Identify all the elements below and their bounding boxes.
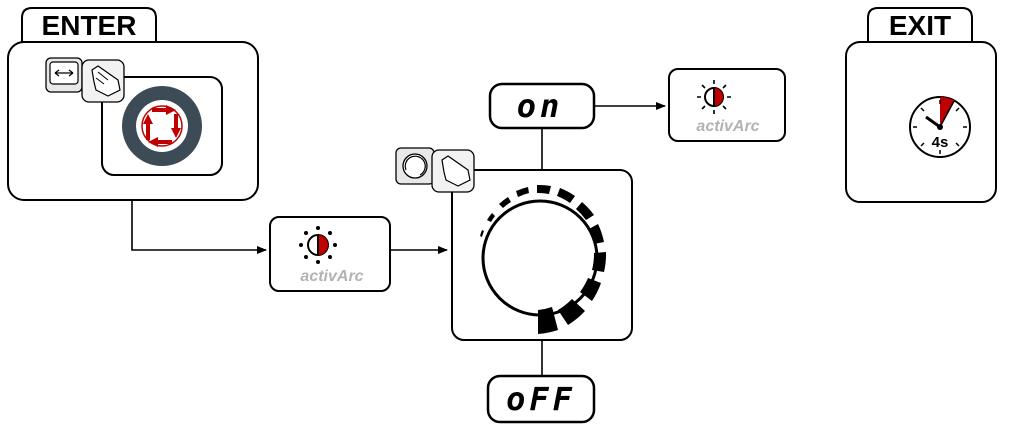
rotary-section: [395, 128, 633, 376]
display-off-box: oFF: [486, 374, 596, 424]
enter-section: ENTER: [7, 7, 259, 201]
display-off-value: oFF: [506, 380, 576, 418]
exit-tab: [867, 7, 973, 43]
half-red-sun-icon: [299, 226, 337, 264]
timer-label: 4s: [932, 134, 949, 151]
rotary-knob-icon[interactable]: [480, 184, 607, 334]
half-red-sun-icon-on: [697, 80, 731, 114]
activarc-on-box: activArc: [668, 68, 786, 142]
rotating-arrows-button-icon[interactable]: [122, 86, 202, 166]
exit-section: EXIT 4s: [845, 7, 997, 203]
rotate-hand-icon: [395, 147, 475, 193]
connector-enter-to-activarc: [131, 200, 267, 254]
activarc-on-label: activArc: [696, 118, 759, 135]
display-on-value: on: [517, 87, 564, 125]
activarc-label: activArc: [300, 268, 363, 285]
display-on-box: on: [488, 82, 596, 130]
enter-label: ENTER: [42, 10, 137, 41]
enter-tab: [21, 7, 157, 43]
exit-label: EXIT: [889, 10, 951, 41]
stopwatch-icon: 4s: [909, 96, 971, 158]
horizontal-arrows-icon: [45, 57, 83, 93]
hand-press-icon: [81, 59, 125, 103]
activarc-parameter-box: activArc: [269, 216, 391, 292]
